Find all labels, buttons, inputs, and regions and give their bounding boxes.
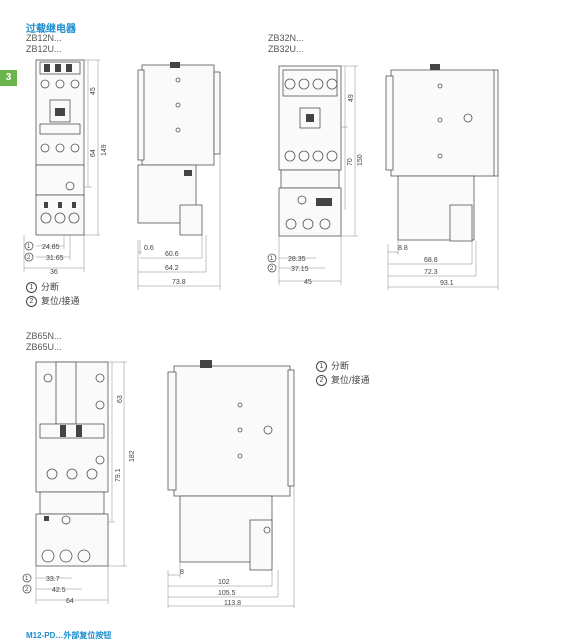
marker-1-zb32: 1: [270, 256, 274, 262]
dim-zb65-102: 102: [218, 579, 230, 586]
legend-row-2: 2 复位/接通: [26, 294, 80, 308]
model-zb12n: ZB12N...: [26, 33, 62, 43]
legend-num-1: 1: [26, 282, 37, 294]
model-zb12u: ZB12U...: [26, 44, 62, 54]
dim-zb32-70: 70: [347, 158, 354, 166]
zb12-side-view: [137, 62, 221, 290]
dim-zb12-45: 45: [90, 87, 97, 95]
dim-zb12-31-65: 31.65: [46, 255, 64, 262]
dim-zb32-150: 150: [357, 154, 364, 166]
dim-zb32-93-1: 93.1: [440, 280, 454, 287]
model-zb65n: ZB65N...: [26, 331, 62, 341]
dim-zb65-8: 8: [180, 569, 184, 576]
dim-zb65-33-7: 33.7: [46, 576, 60, 583]
model-zb32n: ZB32N...: [268, 33, 304, 43]
footer-heading: M12-PD…外部复位按钮: [26, 631, 112, 640]
marker-1-zb12: 1: [27, 244, 31, 250]
dim-zb32-68-8: 68.8: [424, 257, 438, 264]
dim-zb65-63: 63: [117, 395, 124, 403]
dim-zb12-60-6: 60.6: [165, 251, 179, 258]
dim-zb65-42-5: 42.5: [52, 587, 66, 594]
dim-zb12-0-6: 0.6: [144, 245, 154, 252]
legend-num-2b: 2: [316, 375, 327, 387]
dim-zb65-113-8: 113.8: [224, 600, 241, 607]
model-zb65u: ZB65U...: [26, 342, 62, 352]
dim-zb65-182: 182: [129, 450, 136, 462]
zb32-side-view: [385, 64, 499, 290]
legend-upper: 1 分断 2 复位/接通: [26, 280, 80, 308]
model-label-zb65: ZB65N... ZB65U...: [26, 331, 62, 353]
model-zb32u: ZB32U...: [268, 44, 304, 54]
dim-zb12-64: 64: [90, 149, 97, 157]
legend-text-1: 分断: [41, 282, 60, 292]
page-title: 过载继电器: [26, 24, 76, 35]
dim-zb32-49: 49: [348, 94, 355, 102]
section-tab: 3: [0, 70, 17, 86]
dim-zb12-24-85: 24.85: [42, 244, 60, 251]
zb32-front-view: [267, 65, 358, 285]
zb12-front-view: [23, 59, 100, 272]
marker-1-zb65: 1: [25, 576, 29, 582]
model-label-zb12: ZB12N... ZB12U...: [26, 33, 62, 55]
dim-zb12-36: 36: [50, 269, 58, 276]
legend-text-1b: 分断: [331, 361, 350, 371]
legend-text-2: 复位/接通: [41, 296, 80, 306]
dim-zb32-72-3: 72.3: [424, 269, 438, 276]
dim-zb32-8-8: 8.8: [398, 245, 408, 252]
zb65-side-view: [167, 360, 295, 608]
legend-num-1b: 1: [316, 361, 327, 373]
marker-2-zb65: 2: [25, 587, 29, 593]
dim-zb65-105-5: 105.5: [218, 590, 236, 597]
legend-lower: 1 分断 2 复位/接通: [316, 359, 370, 387]
legend-row-1b: 1 分断: [316, 359, 370, 373]
dim-zb12-64-2: 64.2: [165, 265, 179, 272]
marker-2-zb12: 2: [27, 255, 31, 261]
dim-zb12-149: 149: [101, 144, 108, 156]
dim-zb12-73-8: 73.8: [172, 279, 186, 286]
legend-text-2b: 复位/接通: [331, 375, 370, 385]
legend-row-2b: 2 复位/接通: [316, 373, 370, 387]
dim-zb32-45: 45: [304, 279, 312, 286]
marker-2-zb32: 2: [270, 266, 274, 272]
model-label-zb32: ZB32N... ZB32U...: [268, 33, 304, 55]
dim-zb65-64: 64: [66, 598, 74, 605]
dim-zb32-28-35: 28.35: [288, 256, 306, 263]
zb65-front-view: [22, 361, 127, 604]
dim-zb65-79-1: 79.1: [115, 468, 122, 482]
dim-zb32-37-15: 37.15: [291, 266, 309, 273]
legend-num-2: 2: [26, 296, 37, 308]
legend-row-1: 1 分断: [26, 280, 80, 294]
